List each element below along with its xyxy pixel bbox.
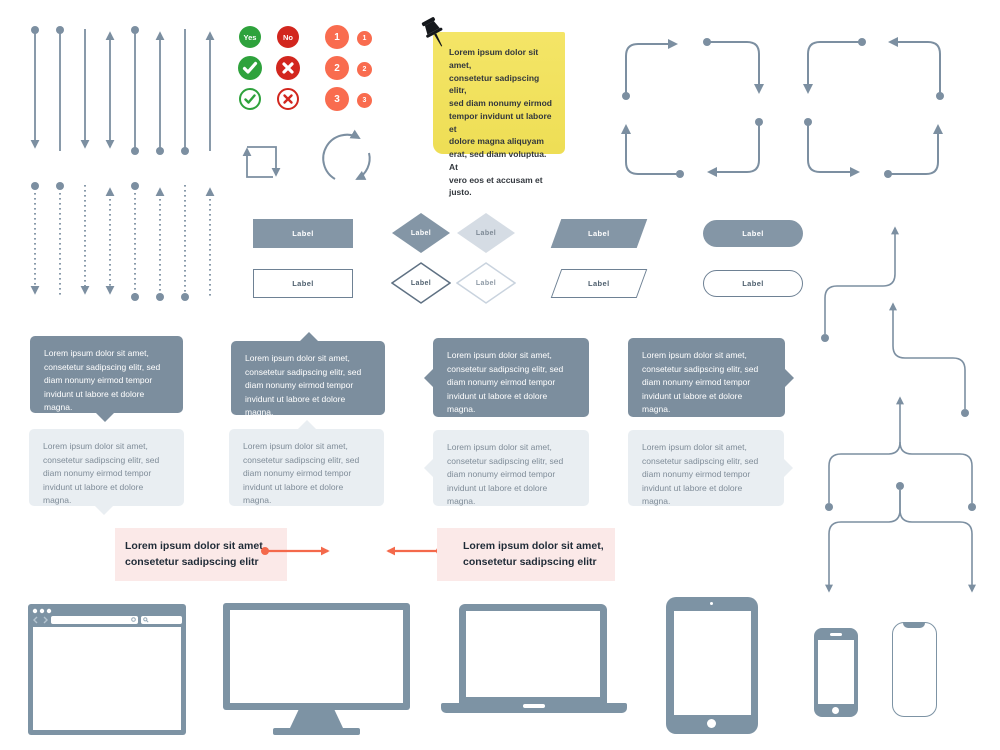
speaker-icon [830, 633, 842, 636]
callout-dark-tail-left[interactable]: Lorem ipsum dolor sit amet, consetetur s… [433, 338, 589, 417]
search-bar [141, 615, 182, 624]
browser-content [33, 627, 181, 730]
monitor-stand [290, 710, 343, 728]
flow-arrow-right-icon [261, 546, 330, 556]
home-button-icon [707, 719, 716, 728]
solid-connector-lines[interactable] [25, 20, 220, 160]
refresh-icon [131, 617, 136, 622]
home-button-icon [832, 707, 839, 714]
cross-icon [282, 62, 294, 74]
step-circle-large-3[interactable]: 3 [325, 87, 349, 111]
camera-dot-icon [710, 602, 713, 605]
check-icon [244, 94, 256, 104]
cross-icon [283, 94, 293, 104]
flow-parallelogram-filled[interactable]: Label [550, 219, 648, 248]
corner-connector-down-left[interactable] [701, 116, 767, 182]
phone-notch-icon [903, 622, 925, 628]
dashed-connector-lines[interactable] [25, 176, 220, 306]
step-circle-large-1[interactable]: 1 [325, 25, 349, 49]
callout-light-tail-left[interactable]: Lorem ipsum dolor sit amet, consetetur s… [433, 430, 589, 506]
flow-pill-filled[interactable]: Label [703, 220, 803, 247]
sticky-note-text: Lorem ipsum dolor sit amet, consetetur s… [449, 47, 552, 198]
window-dots-icon [32, 608, 52, 614]
step-circle-small-1[interactable]: 1 [357, 31, 372, 46]
corner-connector-down-right[interactable] [802, 116, 868, 182]
monitor-base [273, 728, 360, 735]
smartphone-outline[interactable] [892, 622, 937, 717]
magnifier-icon [143, 617, 149, 623]
step-circle-large-2[interactable]: 2 [325, 56, 349, 80]
corner-connector-left-down[interactable] [802, 36, 868, 102]
corner-connector-left-up[interactable] [620, 116, 686, 182]
loop-square-icon[interactable] [239, 138, 281, 182]
callout-dark-tail-bottom[interactable]: Lorem ipsum dolor sit amet, consetetur s… [30, 336, 183, 422]
diamond-shape [456, 262, 516, 304]
callout-dark-tail-right[interactable]: Lorem ipsum dolor sit amet, consetetur s… [628, 338, 785, 417]
smartphone-filled[interactable] [814, 628, 858, 717]
sticky-note[interactable]: Lorem ipsum dolor sit amet, consetetur s… [433, 32, 565, 197]
loop-circular-icon[interactable] [316, 126, 378, 190]
diamond-shape [457, 213, 515, 253]
branch-connectors[interactable] [808, 200, 988, 600]
flow-diamond-outline[interactable]: Label [391, 262, 451, 304]
corner-connector-right-down[interactable] [701, 36, 767, 102]
callout-light-tail-bottom[interactable]: Lorem ipsum dolor sit amet, consetetur s… [29, 429, 184, 515]
check-icon [242, 61, 258, 74]
step-circle-small-2[interactable]: 2 [357, 62, 372, 77]
flow-rect-filled[interactable]: Label [253, 219, 353, 248]
laptop-notch [523, 704, 545, 708]
cross-badge-filled[interactable] [276, 56, 300, 80]
corner-connector-up-left[interactable] [882, 36, 948, 102]
phone-screen [818, 640, 854, 704]
highlight-note-left[interactable]: Lorem ipsum dolor sit amet, consetetur s… [115, 528, 287, 581]
callout-light-tail-top[interactable]: Lorem ipsum dolor sit amet, consetetur s… [229, 420, 384, 506]
step-circle-small-3[interactable]: 3 [357, 93, 372, 108]
address-bar [51, 615, 138, 624]
flow-diamond-filled-light[interactable]: Label [456, 212, 516, 254]
browser-window[interactable] [28, 604, 186, 735]
back-forward-icons [33, 616, 48, 624]
callout-dark-tail-top[interactable]: Lorem ipsum dolor sit amet, consetetur s… [231, 332, 385, 417]
check-badge-filled[interactable] [238, 56, 262, 80]
cross-badge-outline[interactable] [277, 88, 299, 110]
monitor-screen [230, 610, 403, 703]
laptop-screen [466, 611, 600, 697]
pushpin-icon [421, 17, 443, 47]
flow-rect-outline[interactable]: Label [253, 269, 353, 298]
diamond-shape [391, 262, 451, 304]
flow-pill-outline[interactable]: Label [703, 270, 803, 297]
check-badge-outline[interactable] [239, 88, 261, 110]
corner-connector-right-up[interactable] [882, 116, 948, 182]
flow-diamond-filled[interactable]: Label [391, 212, 451, 254]
badge-no[interactable]: No [277, 26, 299, 48]
badge-yes[interactable]: Yes [239, 26, 261, 48]
callout-light-tail-right[interactable]: Lorem ipsum dolor sit amet, consetetur s… [628, 430, 784, 506]
flow-diamond-outline-light[interactable]: Label [456, 262, 516, 304]
diamond-shape [392, 213, 450, 253]
tablet[interactable] [666, 597, 758, 734]
highlight-note-right[interactable]: Lorem ipsum dolor sit amet, consetetur s… [437, 528, 615, 581]
flow-parallelogram-outline[interactable]: Label [550, 269, 648, 298]
corner-connector-up-right[interactable] [620, 36, 686, 102]
tablet-screen [674, 611, 751, 715]
laptop-base [441, 703, 627, 713]
